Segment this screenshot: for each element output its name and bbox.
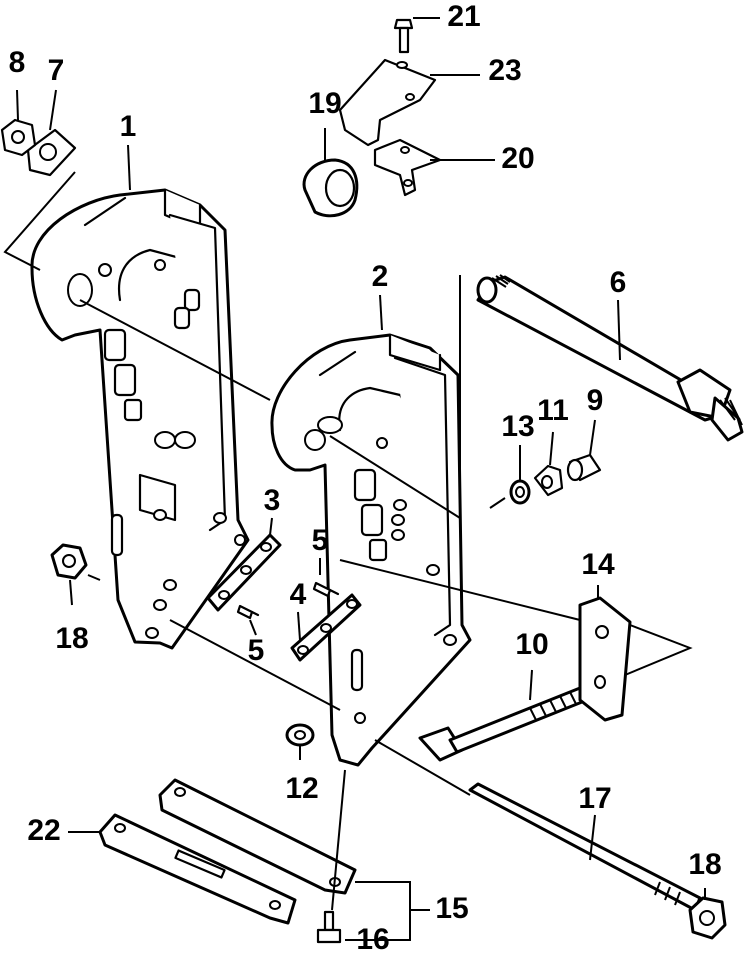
bolt-10 (418, 684, 594, 762)
callout-5-lower: 5 (248, 634, 265, 667)
bushing-9 (566, 453, 602, 482)
callout-6: 6 (610, 266, 627, 299)
callout-23: 23 (488, 54, 521, 87)
washer-13 (509, 479, 531, 505)
callout-18-right: 18 (688, 848, 721, 881)
bracket-plate-14 (578, 596, 632, 722)
washer-12 (285, 723, 315, 747)
callout-1: 1 (120, 110, 137, 143)
callout-14: 14 (581, 548, 615, 581)
callout-22: 22 (27, 814, 60, 847)
callout-19: 19 (308, 87, 341, 120)
assembly-lines (3, 171, 693, 911)
callout-8: 8 (9, 46, 26, 79)
spacer-plate-15 (158, 778, 357, 895)
callout-12: 12 (285, 772, 318, 805)
nut-18-right (688, 896, 727, 940)
callout-11: 11 (537, 394, 569, 427)
nut-11 (533, 464, 564, 497)
callout-7: 7 (48, 54, 65, 87)
callout-labels: 1 2 3 4 5 5 6 7 8 9 10 11 12 13 14 15 16… (9, 0, 722, 956)
callout-13: 13 (501, 410, 534, 443)
clamp-bracket-left (30, 188, 250, 650)
bracket-20 (373, 138, 442, 197)
callout-2: 2 (372, 260, 389, 293)
screw-21 (393, 18, 414, 54)
plate-3 (206, 533, 282, 612)
clamp-bracket-right (270, 333, 472, 767)
callout-16: 16 (356, 923, 389, 956)
callout-4: 4 (290, 578, 307, 611)
callout-21: 21 (447, 0, 480, 33)
plate-22 (98, 813, 297, 925)
callout-10: 10 (515, 628, 548, 661)
screw-5-lower (236, 604, 260, 620)
callout-leaders (16, 17, 706, 941)
cover-23 (338, 58, 437, 147)
callout-5-upper: 5 (312, 524, 329, 557)
tilt-shaft-6 (476, 274, 744, 442)
nut-8 (0, 118, 37, 157)
callout-15: 15 (435, 892, 468, 925)
callout-3: 3 (264, 484, 281, 517)
screw-5-upper (312, 581, 340, 598)
screw-16 (316, 910, 342, 944)
plate-4 (290, 593, 362, 662)
callout-17: 17 (578, 782, 611, 815)
grommet-19 (302, 158, 359, 218)
shaft-17 (468, 782, 702, 912)
nut-18-left (50, 543, 88, 580)
callout-9: 9 (587, 384, 604, 417)
callout-18-left: 18 (55, 622, 88, 655)
callout-20: 20 (501, 142, 534, 175)
plate-washer-7 (26, 128, 77, 177)
